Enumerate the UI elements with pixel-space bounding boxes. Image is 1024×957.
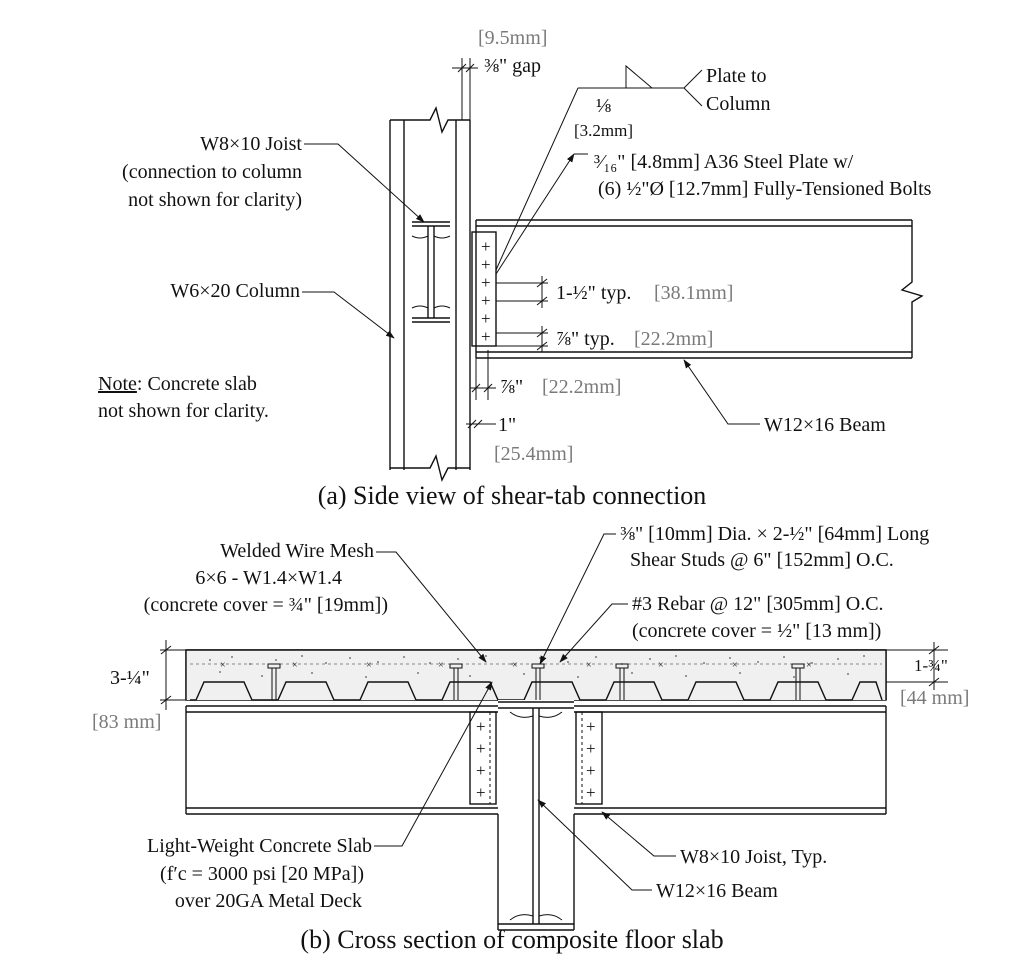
note-line2: not shown for clarity.	[98, 400, 269, 422]
side-view: + + + + + + [9.5mm] ⅜" gap	[98, 27, 932, 510]
plate-edge-in: ⅞"	[500, 376, 523, 398]
cross-section: × × × × × × × × ×	[92, 523, 969, 954]
slab-leader	[374, 681, 493, 847]
beam-label: W12×16 Beam	[764, 414, 886, 436]
plate-leader	[495, 153, 575, 275]
plate-edge-mm: [22.2mm]	[542, 376, 621, 398]
svg-text:×: ×	[732, 660, 738, 671]
girder-w12x16-section	[497, 700, 575, 931]
gap-mm-label: [9.5mm]	[478, 27, 547, 49]
svg-text:+: +	[476, 761, 486, 780]
slab-depth-in: 3-¼"	[110, 667, 150, 689]
deck-depth-dimension	[886, 642, 948, 690]
bolt-spacing-mm: [38.1mm]	[654, 282, 733, 304]
metal-deck	[190, 681, 883, 701]
column-w6x20	[389, 105, 471, 483]
plate-label-line2: (6) ½"Ø [12.7mm] Fully-Tensioned Bolts	[598, 178, 932, 200]
joist-leader	[304, 143, 425, 223]
deck-depth-mm: [44 mm]	[900, 687, 969, 709]
svg-text:+: +	[481, 327, 491, 346]
slab-label-line2: (f′c = 3000 psi [20 MPa])	[160, 863, 364, 885]
girder-leader	[537, 799, 652, 891]
svg-text:×: ×	[366, 660, 372, 671]
weld-note-line2: Column	[706, 93, 770, 115]
shear-plates-section: + + + + + + + +	[469, 711, 603, 805]
svg-text:+: +	[586, 739, 596, 758]
gap-dimension	[452, 58, 478, 120]
svg-text:×: ×	[512, 660, 518, 671]
weld-symbol	[495, 64, 703, 271]
rebar-label-line2: (concrete cover = ½" [13 mm])	[632, 620, 881, 642]
beam-leader	[683, 359, 760, 425]
mesh-label-line3: (concrete cover = ¾" [19mm])	[144, 594, 388, 616]
svg-text:×: ×	[220, 660, 226, 671]
gap-in-label: ⅜" gap	[484, 55, 541, 77]
setback-dimension	[466, 419, 496, 429]
setback-mm: [25.4mm]	[494, 443, 573, 465]
mesh-label-line2: 6×6 - W1.4×W1.4	[195, 567, 342, 589]
note-heading: Note	[98, 373, 137, 395]
svg-text:+: +	[481, 309, 491, 328]
svg-text:×: ×	[292, 660, 298, 671]
svg-text:×: ×	[806, 660, 812, 671]
joist-label-line1: W8×10 Joist	[200, 133, 302, 155]
svg-text:+: +	[476, 739, 486, 758]
weld-note-line1: Plate to	[706, 65, 767, 87]
slab-depth-dimension	[160, 640, 186, 710]
plate-label-line1: ³⁄₁₆" [4.8mm] A36 Steel Plate w/	[594, 151, 854, 173]
svg-text:+: +	[481, 237, 491, 256]
shear-studs	[267, 663, 805, 700]
joist-typ-label: W8×10 Joist, Typ.	[680, 846, 827, 868]
svg-text:×: ×	[438, 660, 444, 671]
note-line1: Note: Concrete slab	[98, 373, 257, 395]
mesh-label-line1: Welded Wire Mesh	[220, 540, 374, 562]
column-label: W6×20 Column	[170, 280, 300, 302]
girder-label: W12×16 Beam	[656, 880, 778, 902]
weld-size-in: ⅛	[596, 95, 611, 117]
edge-distance-mm: [22.2mm]	[634, 328, 713, 350]
deck-depth-in: 1-¾"	[914, 656, 948, 675]
svg-text:+: +	[481, 291, 491, 310]
weld-size-mm: [3.2mm]	[574, 121, 633, 140]
bolt-spacing-in: 1-½" typ.	[556, 282, 631, 304]
edge-distance-in: ⅞" typ.	[556, 328, 615, 350]
studs-leader	[539, 533, 616, 665]
svg-text:+: +	[481, 273, 491, 292]
joist-section-w8x10	[411, 221, 451, 323]
svg-text:×: ×	[658, 660, 664, 671]
slab-label-line3: over 20GA Metal Deck	[175, 890, 362, 912]
joist-label-line3: not shown for clarity)	[128, 189, 302, 211]
cross-section-caption: (b) Cross section of composite floor sla…	[300, 925, 723, 954]
studs-label-line2: Shear Studs @ 6" [152mm] O.C.	[630, 549, 894, 571]
slab-label-line1: Light-Weight Concrete Slab	[147, 835, 372, 857]
mesh-leader	[376, 551, 487, 663]
svg-text:+: +	[586, 783, 596, 802]
rebar-leader	[559, 603, 628, 663]
slab-depth-mm: [83 mm]	[92, 711, 161, 733]
joist-label-line2: (connection to column	[122, 161, 302, 183]
svg-text:×: ×	[586, 660, 592, 671]
beam-w12x16	[475, 219, 924, 359]
rebar-label-line1: #3 Rebar @ 12" [305mm] O.C.	[632, 593, 884, 615]
svg-text:+: +	[586, 717, 596, 736]
svg-text:+: +	[476, 717, 486, 736]
column-leader	[302, 291, 395, 339]
studs-label-line1: ⅜" [10mm] Dia. × 2-½" [64mm] Long	[620, 523, 929, 545]
svg-text:+: +	[481, 255, 491, 274]
svg-text:+: +	[586, 761, 596, 780]
joist-typ-leader	[601, 811, 676, 857]
edge-distance-dimension	[496, 326, 548, 352]
setback-in: 1"	[498, 414, 516, 436]
note-text: : Concrete slab	[137, 373, 257, 395]
svg-text:+: +	[476, 783, 486, 802]
bolt-spacing-dimension	[496, 276, 548, 308]
side-view-caption: (a) Side view of shear-tab connection	[318, 481, 707, 510]
plate-edge-dimension	[470, 350, 496, 400]
